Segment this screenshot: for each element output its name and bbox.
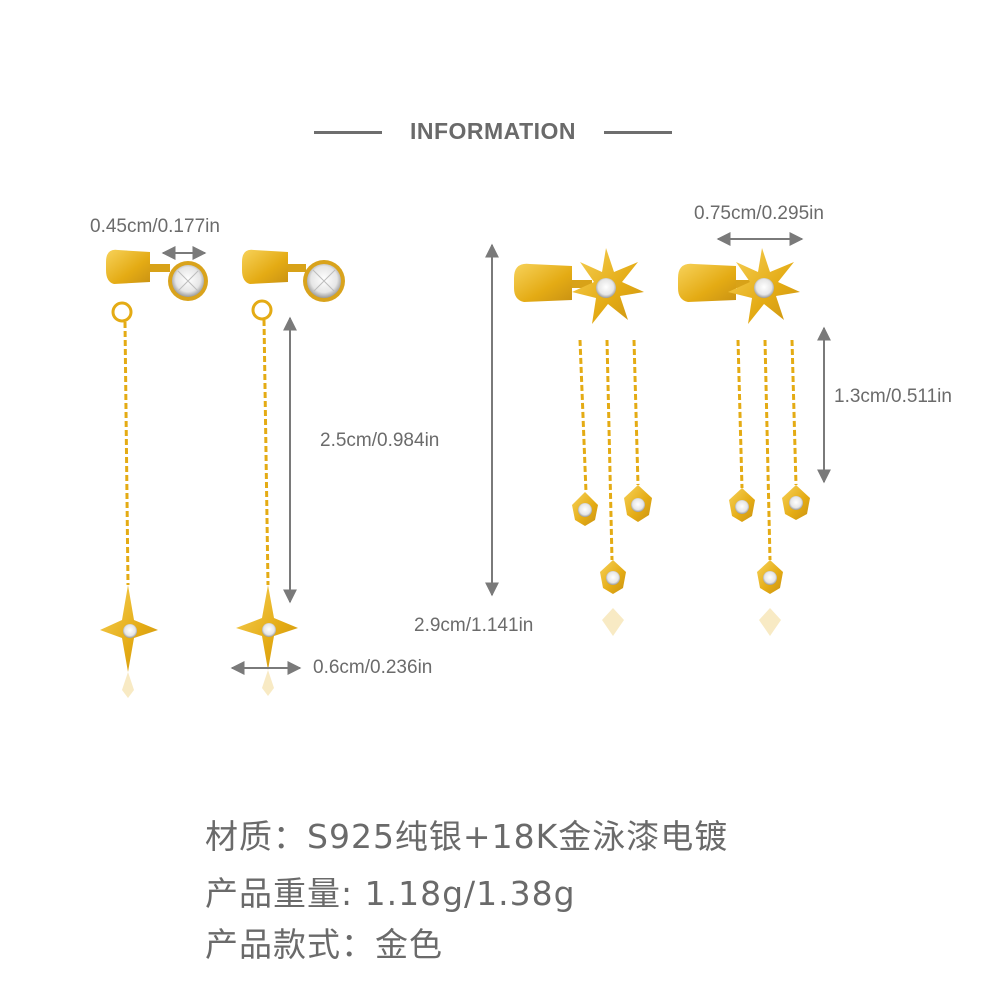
header-line-right: [604, 131, 672, 134]
label-total-length: 2.9cm/1.141in: [414, 615, 534, 636]
spec-weight: 产品重量: 1.18g/1.38g: [205, 874, 576, 913]
label-top-star-width: 0.75cm/0.295in: [694, 203, 824, 224]
earring-right-1: [514, 248, 652, 594]
label-stud-width: 0.45cm/0.177in: [90, 216, 220, 237]
spec-material: 材质：S925纯银+18K金泳漆电镀: [205, 817, 729, 856]
earring-right-2: [678, 248, 810, 594]
earring-left-2: [236, 249, 345, 670]
reflections: [122, 608, 781, 698]
spec-style: 产品款式：金色: [205, 925, 443, 964]
section-header: INFORMATION: [0, 112, 1000, 152]
header-line-left: [314, 131, 382, 134]
label-chain-length: 2.5cm/0.984in: [320, 430, 440, 451]
label-star-width: 0.6cm/0.236in: [313, 657, 433, 678]
header-title: INFORMATION: [409, 118, 577, 144]
earring-left-1: [100, 249, 208, 672]
label-tassel-length: 1.3cm/0.511in: [834, 386, 952, 407]
